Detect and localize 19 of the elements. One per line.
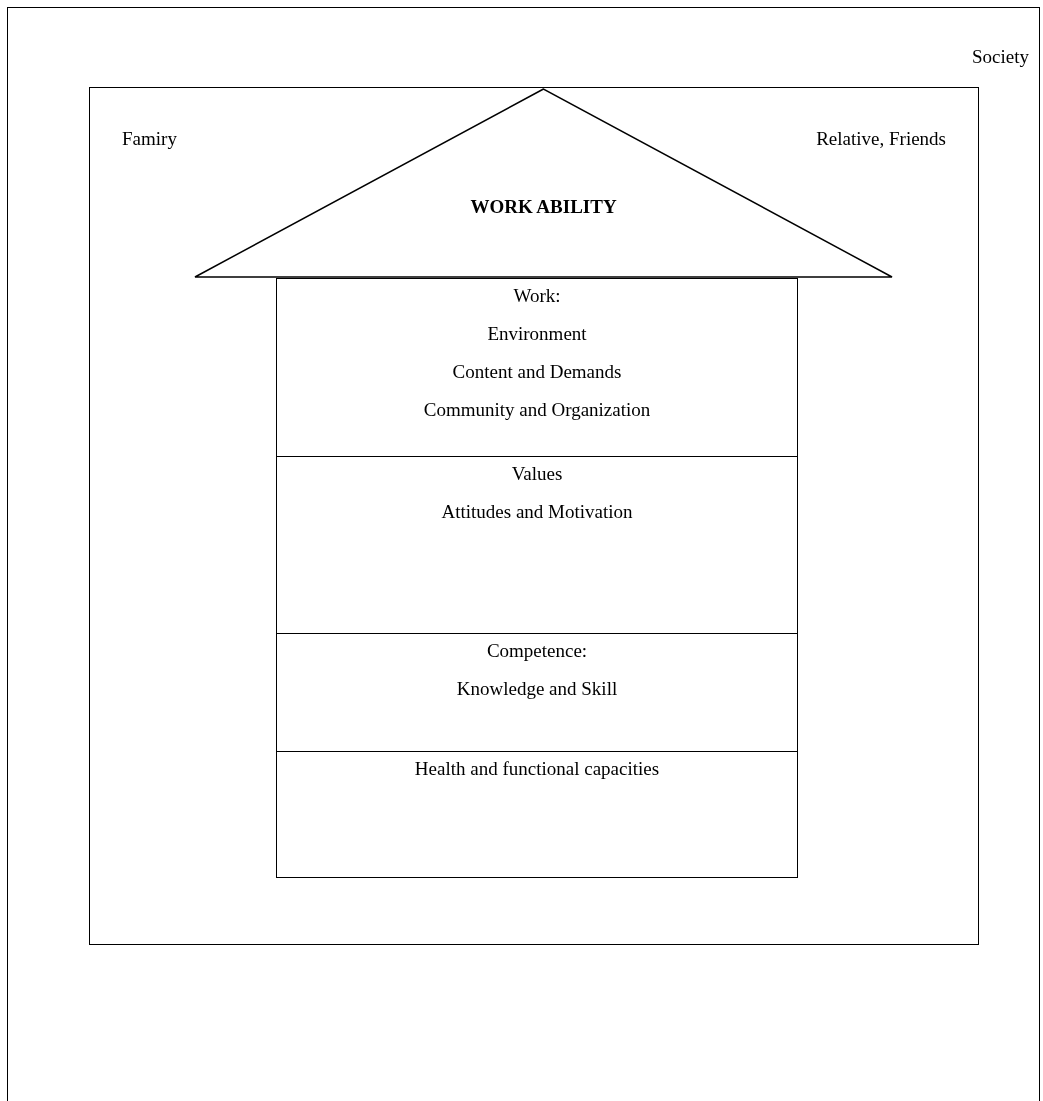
society-label: Society xyxy=(972,46,1029,68)
health-section xyxy=(276,751,798,878)
section-text: Community and Organization xyxy=(423,399,651,421)
family-label: Famiry xyxy=(122,128,177,150)
family-box xyxy=(89,87,979,945)
society-box xyxy=(7,7,1040,1101)
section-text: Content and Demands xyxy=(452,361,622,383)
relatives-label: Relative, Friends xyxy=(816,128,946,150)
section-text: Health and functional capacities xyxy=(414,758,660,780)
roof-title: WORK ABILITY xyxy=(470,196,617,218)
section-text: Values xyxy=(511,463,563,485)
section-text: Work: xyxy=(513,285,561,307)
section-text: Competence: xyxy=(486,640,588,662)
competence-section xyxy=(276,633,798,752)
section-text: Knowledge and Skill xyxy=(456,678,618,700)
work-section xyxy=(276,278,798,457)
values-section xyxy=(276,456,798,634)
section-text: Attitudes and Motivation xyxy=(441,501,633,523)
section-text: Environment xyxy=(487,323,587,345)
